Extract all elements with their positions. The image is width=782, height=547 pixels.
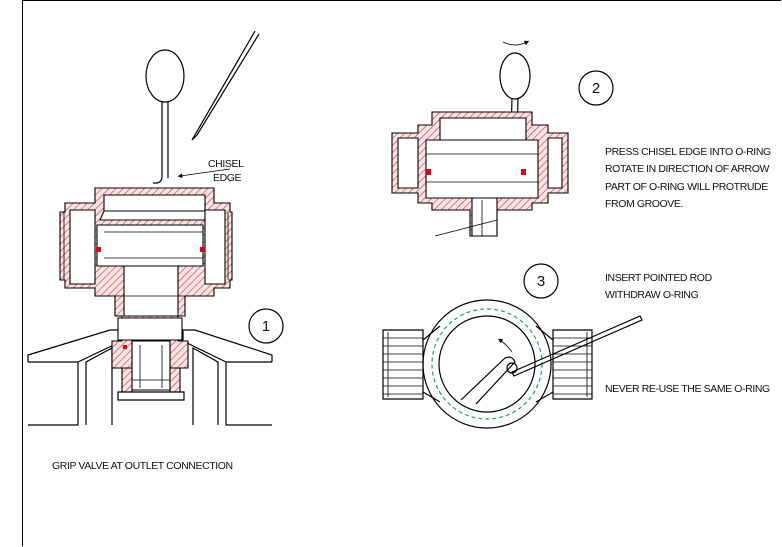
- step2-text-line1: PRESS CHISEL EDGE INTO O-RING: [605, 146, 771, 158]
- step2-text-line3: PART OF O-RING WILL PROTRUDE: [605, 181, 768, 193]
- step1-illustration: 1 CHISEL EDGE GRIP VALVE AT OUTLET CONNE…: [27, 30, 284, 472]
- step2-text-line2: ROTATE IN DIRECTION OF ARROW: [605, 163, 769, 175]
- vice-jaws: [27, 329, 273, 426]
- chisel-label-line1: CHISEL: [208, 158, 244, 170]
- valve-body-end-view: [382, 299, 593, 429]
- drawing-frame: [22, 0, 781, 546]
- pointed-rod-icon: [191, 30, 260, 141]
- step2-illustration: 2 PRESS CHISEL EDGE INTO O-RING ROTATE I…: [391, 40, 771, 237]
- valve-body-section-step2: [391, 111, 569, 237]
- grip-valve-label: GRIP VALVE AT OUTLET CONNECTION: [52, 460, 233, 472]
- never-reuse-label: NEVER RE-USE THE SAME O-RING: [605, 383, 770, 395]
- step3-badge: 3: [523, 263, 559, 299]
- chisel-label-line2: EDGE: [213, 172, 242, 184]
- step2-text-line4: FROM GROOVE.: [605, 198, 683, 210]
- step3-text-line2: WITHDRAW O-RING: [605, 289, 699, 301]
- step3-text-line1: INSERT POINTED ROD: [605, 272, 713, 284]
- step1-badge: 1: [248, 308, 284, 344]
- step2-badge: 2: [578, 70, 614, 106]
- pick-tool-icon: [145, 49, 185, 184]
- step3-number: 3: [537, 273, 545, 290]
- step1-number: 1: [262, 318, 270, 335]
- valve-body-section: [59, 187, 233, 401]
- pointed-rod-icon: [460, 315, 643, 405]
- step3-illustration: 3 INSERT POINTED ROD WITHDRAW O-RING NEV…: [382, 263, 770, 429]
- step2-number: 2: [592, 80, 600, 97]
